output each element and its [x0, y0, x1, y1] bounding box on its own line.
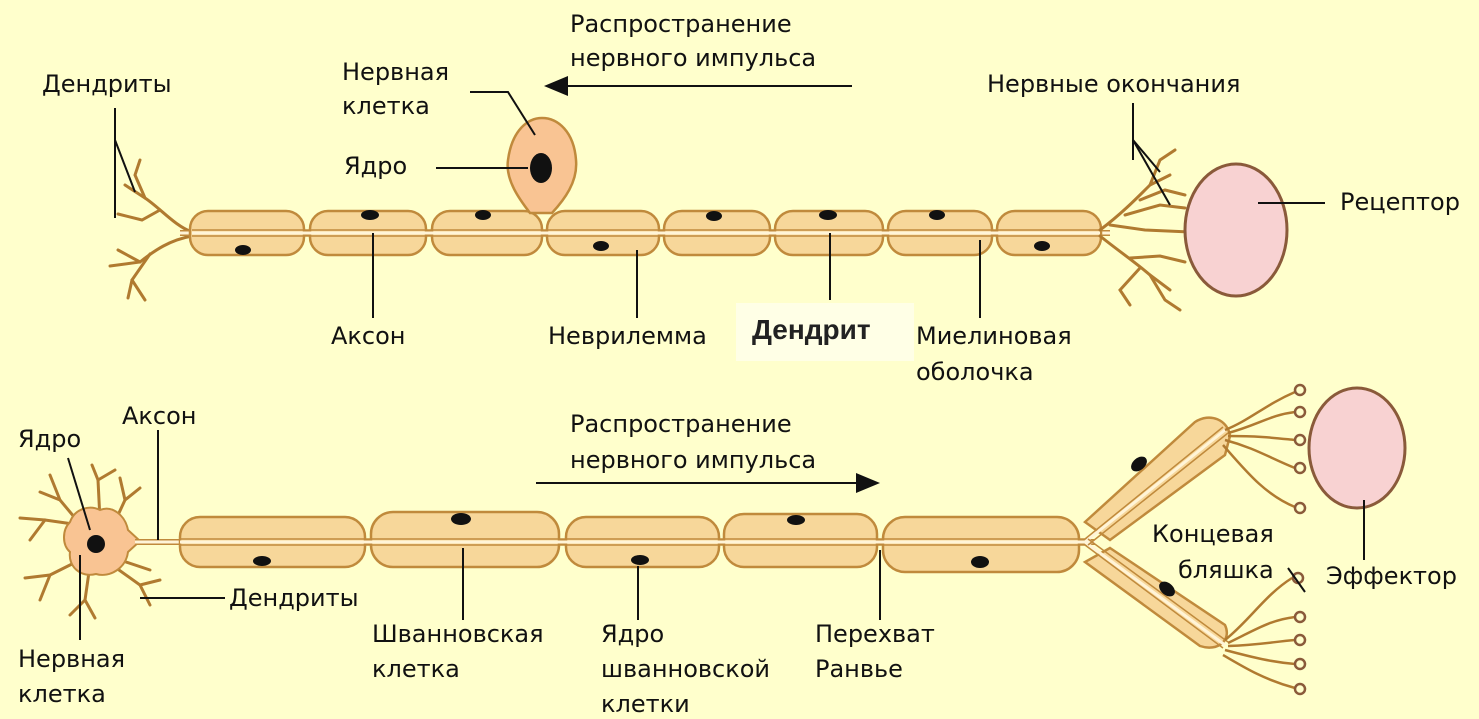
- receptor-organ: [1183, 162, 1289, 298]
- label-nerve-endings: Нервные окончания: [987, 70, 1241, 98]
- label-nerve-cell-top-1: Нервная: [342, 58, 450, 86]
- label-nerve-cell-bottom-2: клетка: [18, 680, 106, 708]
- label-end-plate-1: Концевая: [1152, 520, 1274, 548]
- label-nerve-cell-bottom-1: Нервная: [18, 645, 126, 673]
- motor-cell-nucleus: [87, 535, 105, 553]
- label-schwann-cell-2: клетка: [372, 655, 460, 683]
- end-plates: [1291, 383, 1307, 696]
- label-neurilemma: Неврилемма: [548, 322, 707, 350]
- label-ranvier-2: Ранвье: [815, 655, 903, 683]
- motor-terminal-branches: [1222, 390, 1296, 690]
- motor-dendrites: [18, 463, 162, 620]
- label-effector: Эффектор: [1326, 562, 1457, 590]
- sensory-schwann-nuclei: [235, 210, 1050, 255]
- label-nucleus-top: Ядро: [344, 152, 408, 180]
- label-dendrites-bottom: Дендриты: [229, 584, 359, 612]
- label-myelin-1: Миелиновая: [916, 322, 1072, 350]
- label-schwann-nucleus-3: клетки: [601, 690, 690, 718]
- label-schwann-cell-1: Шванновская: [372, 620, 544, 648]
- label-receptor: Рецептор: [1340, 188, 1460, 216]
- nerve-endings: [1098, 148, 1192, 312]
- label-myelin-2: оболочка: [916, 358, 1034, 386]
- label-axon-bottom: Аксон: [122, 402, 197, 430]
- label-schwann-nucleus-1: Ядро: [601, 620, 665, 648]
- label-ranvier-1: Перехват: [815, 620, 935, 648]
- label-end-plate-2: бляшка: [1178, 556, 1274, 584]
- motor-schwann-nuclei: [253, 456, 1175, 597]
- label-nucleus-bottom: Ядро: [18, 425, 82, 453]
- label-propagation-bottom-1: Распространение: [570, 410, 792, 438]
- label-dendrites-top: Дендриты: [42, 70, 172, 98]
- label-schwann-nucleus-2: шванновской: [601, 655, 770, 683]
- sensory-neuron: [108, 76, 1325, 318]
- label-propagation-top-2: нервного импульса: [570, 44, 817, 72]
- sensory-cell-nucleus: [530, 153, 552, 183]
- label-axon-top: Аксон: [331, 322, 406, 350]
- label-propagation-bottom-2: нервного импульса: [570, 446, 817, 474]
- dendrite-highlight-box: [736, 303, 914, 361]
- motor-neuron: [18, 383, 1407, 696]
- effector-organ: [1307, 386, 1407, 510]
- label-nerve-cell-top-2: клетка: [342, 92, 430, 120]
- sensory-dendrites: [108, 158, 194, 302]
- label-propagation-top-1: Распространение: [570, 10, 792, 38]
- label-dendrite-highlight: Дендрит: [752, 314, 871, 345]
